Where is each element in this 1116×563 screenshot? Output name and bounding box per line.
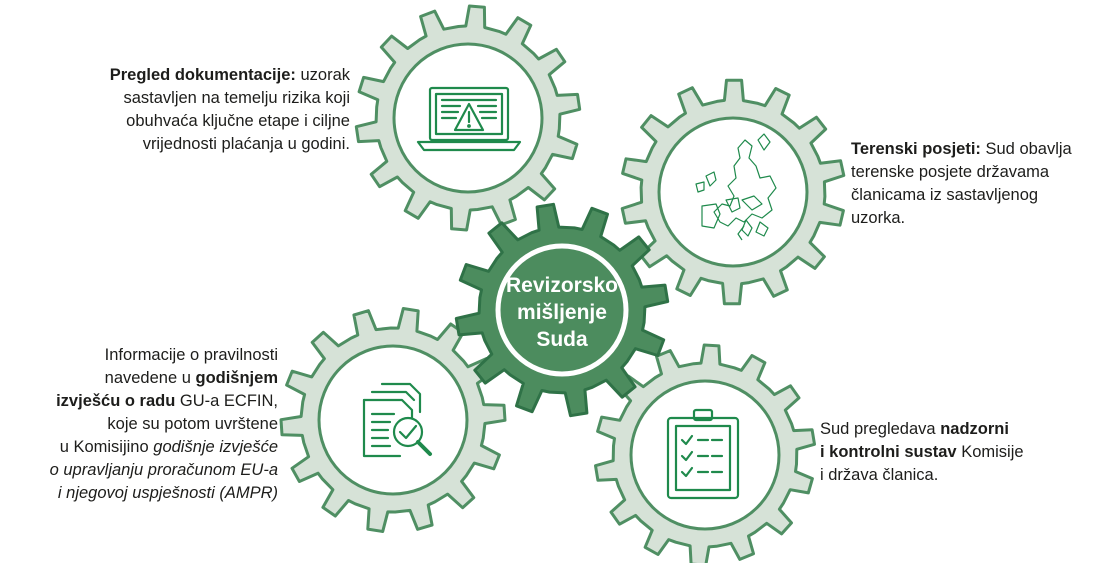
caption-documentation: Pregled dokumentacije: uzorak sastavljen… — [40, 64, 350, 156]
caption-line: Sud pregledava nadzorni — [820, 418, 1090, 441]
clipboard-checklist-icon — [666, 408, 740, 500]
caption-control-system: Sud pregledava nadzorni i kontrolni sust… — [820, 418, 1090, 487]
gear-hub — [317, 344, 469, 496]
caption-field-visits: Terenski posjeti: Sud obavlja terenske p… — [851, 138, 1113, 230]
caption-line: navedene u godišnjem — [8, 367, 278, 390]
caption-line: i država članica. — [820, 466, 939, 484]
caption-bold: Terenski posjeti: — [851, 140, 981, 158]
caption-text: Sud pregledava — [820, 420, 936, 438]
caption-bold: godišnjem — [195, 369, 278, 387]
europe-map-icon — [695, 133, 777, 241]
documents-search-icon — [362, 382, 432, 458]
caption-line: izvješću o radu GU-a ECFIN, — [8, 390, 278, 413]
caption-line: članicama iz sastavljenog — [851, 186, 1039, 204]
caption-bold: i kontrolni sustav — [820, 443, 957, 461]
caption-line: uzorka. — [851, 209, 906, 227]
gear-field-visits — [620, 78, 846, 306]
caption-line: Pregled dokumentacije: uzorak — [40, 64, 350, 87]
center-title-line3: Suda — [536, 328, 588, 351]
center-title-line2: mišljenje — [517, 301, 607, 324]
laptop-warning-icon — [416, 86, 522, 152]
caption-text: u Komisijino — [59, 438, 149, 456]
caption-line: koje su potom uvrštene — [107, 415, 278, 433]
caption-text: Sud obavlja — [985, 140, 1072, 158]
caption-text: Komisije — [961, 443, 1024, 461]
caption-line: vrijednosti plaćanja u godini. — [142, 135, 350, 153]
caption-text: navedene u — [104, 369, 191, 387]
caption-bold: izvješću o radu — [56, 392, 176, 410]
center-title-line1: Revizorsko — [506, 274, 618, 297]
caption-italic: godišnje izvješće — [153, 438, 278, 456]
caption-text: uzorak — [300, 66, 350, 84]
caption-line: Informacije o pravilnosti — [104, 346, 278, 364]
caption-line: i kontrolni sustav Komisije — [820, 441, 1090, 464]
caption-line: sastavljen na temelju rizika koji — [123, 89, 350, 107]
gear-hub — [657, 116, 809, 268]
caption-line: i njegovoj uspješnosti (AMPR) — [57, 484, 278, 502]
caption-annual-report: Informacije o pravilnosti navedene u god… — [8, 344, 278, 505]
gear-hub — [495, 243, 629, 377]
caption-text: GU-a ECFIN, — [179, 392, 278, 410]
caption-line: Terenski posjeti: Sud obavlja — [851, 138, 1113, 161]
gear-annual-report — [279, 307, 507, 533]
caption-line: u Komisijino godišnje izvješće — [8, 436, 278, 459]
caption-bold: Pregled dokumentacije: — [109, 66, 296, 84]
gear-center-opinion — [454, 202, 670, 418]
caption-line: o upravljanju proračunom EU-a — [49, 461, 278, 479]
caption-line: obuhvaća ključne etape i ciljne — [126, 112, 350, 130]
caption-line: terenske posjete državama — [851, 163, 1050, 181]
caption-bold: nadzorni — [940, 420, 1009, 438]
